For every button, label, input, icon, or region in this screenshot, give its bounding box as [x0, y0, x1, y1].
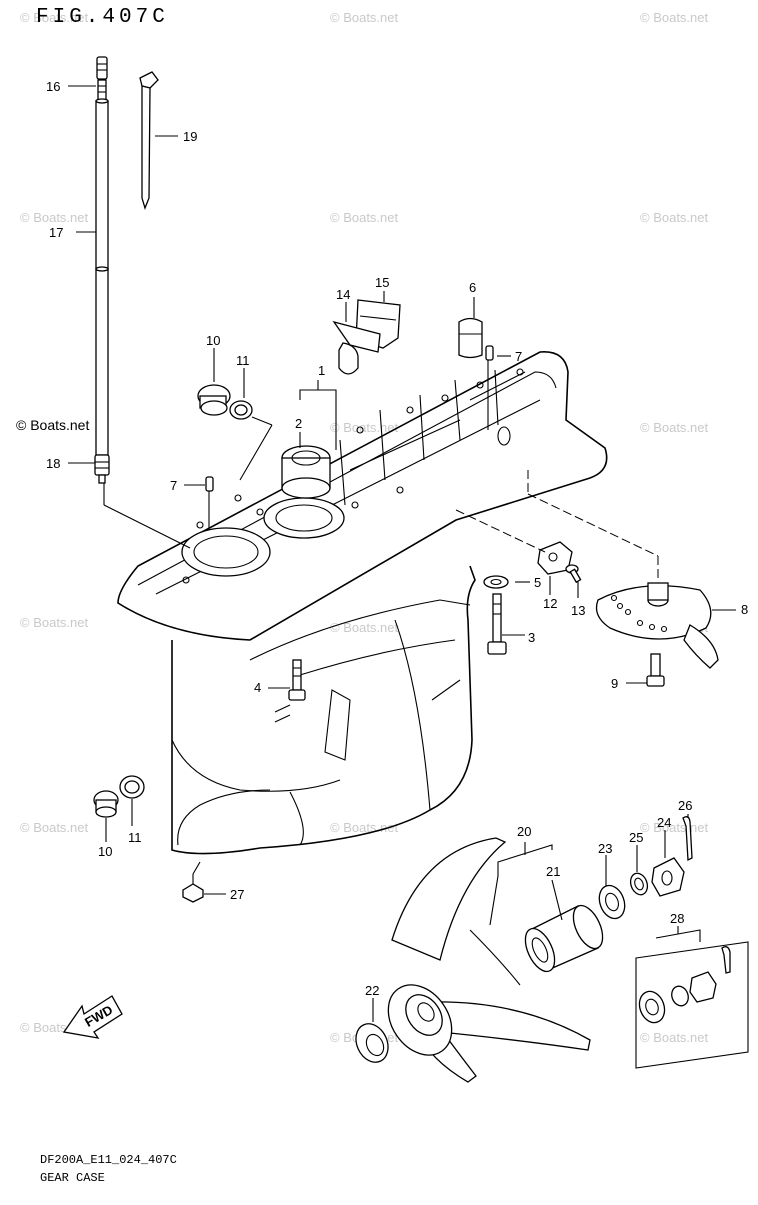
- part-5-washer: [483, 575, 509, 589]
- callout-26: 26: [678, 798, 692, 813]
- part-21-bushing: [524, 904, 604, 973]
- callout-28: 28: [670, 911, 684, 926]
- part-23-washer: [598, 884, 626, 920]
- watermark: © Boats.net: [20, 820, 89, 835]
- callout-22: 22: [365, 983, 379, 998]
- callout-18: 18: [46, 456, 60, 471]
- part-7-dowel-pin: [485, 345, 494, 361]
- callout-8: 8: [741, 602, 748, 617]
- figure-title: FIG.407C: [36, 6, 169, 29]
- callout-6: 6: [469, 280, 476, 295]
- watermark: © Boats.net: [640, 210, 709, 225]
- watermark: © Boats.net: [330, 210, 399, 225]
- watermark: © Boats.net: [20, 615, 89, 630]
- callout-17: 17: [49, 225, 63, 240]
- part-3-bolt: [487, 593, 507, 655]
- part-28-kit: [635, 941, 749, 1069]
- callout-21: 21: [546, 864, 560, 879]
- callout-11a: 11: [236, 353, 250, 368]
- callout-2: 2: [295, 416, 302, 431]
- callout-10a: 10: [206, 333, 220, 348]
- watermark: © Boats.net: [20, 210, 89, 225]
- watermark: © Boats.net: [640, 420, 709, 435]
- part-22-spacer: [355, 1023, 389, 1063]
- callout-3: 3: [528, 630, 535, 645]
- diagram-name: GEAR CASE: [40, 1171, 105, 1185]
- callout-23: 23: [598, 841, 612, 856]
- part-19-cable-tie: [139, 71, 159, 210]
- part-14-anode-holder: [332, 320, 381, 375]
- callout-7b: 7: [170, 478, 177, 493]
- callout-24: 24: [657, 815, 671, 830]
- callout-7a: 7: [515, 349, 522, 364]
- callout-12: 12: [543, 596, 557, 611]
- part-11-washer-upper: [229, 400, 253, 420]
- diagram-code: DF200A_E11_024_407C: [40, 1153, 177, 1167]
- part-11-washer-lower: [119, 775, 145, 799]
- watermark: © Boats.net: [20, 10, 89, 25]
- part-27-nut: [182, 874, 204, 903]
- callout-4: 4: [254, 680, 261, 695]
- callout-19: 19: [183, 129, 197, 144]
- part-24-castle-nut: [651, 857, 685, 897]
- callout-labels: 1 2 3 4 5 6 7 7 8 9 10 10 11 11 12 13 14…: [46, 79, 748, 998]
- callout-1: 1: [318, 363, 325, 378]
- part-17-drive-shaft: [95, 98, 109, 456]
- part-9-bolt: [646, 653, 665, 687]
- part-25-washer: [629, 872, 649, 896]
- part-18-fitting: [94, 454, 110, 484]
- part-13-screw: [565, 564, 582, 584]
- callout-15: 15: [375, 275, 389, 290]
- part-6-plug: [458, 317, 483, 359]
- watermark: © Boats.net: [330, 10, 399, 25]
- leader-lines: [68, 85, 736, 1022]
- part-16-shaft-end: [96, 56, 108, 101]
- part-7-dowel-pin: [205, 476, 214, 492]
- part-10-plug-lower: [93, 790, 119, 818]
- callout-14: 14: [336, 287, 350, 302]
- callout-16: 16: [46, 79, 60, 94]
- callout-13: 13: [571, 603, 585, 618]
- callout-10b: 10: [98, 844, 112, 859]
- callout-9: 9: [611, 676, 618, 691]
- callout-27: 27: [230, 887, 244, 902]
- watermark: © Boats.net: [640, 820, 709, 835]
- part-26-cotter-pin: [682, 816, 693, 862]
- gear-case-housing: [117, 351, 608, 855]
- fwd-arrow: FWD: [62, 995, 123, 1039]
- watermark: © Boats.net: [330, 620, 399, 635]
- watermark: © Boats.net: [330, 820, 399, 835]
- callout-25: 25: [629, 830, 643, 845]
- callout-20: 20: [517, 824, 531, 839]
- watermark: © Boats.net: [640, 1030, 709, 1045]
- watermark: © Boats.net: [640, 10, 709, 25]
- callout-11b: 11: [128, 830, 142, 845]
- part-4-bolt: [288, 659, 306, 701]
- callout-5: 5: [534, 575, 541, 590]
- part-10-plug-upper: [197, 384, 231, 416]
- part-8-trim-tab: [595, 582, 719, 669]
- watermark-dark: © Boats.net: [16, 417, 89, 433]
- part-20-propeller: [387, 837, 591, 1083]
